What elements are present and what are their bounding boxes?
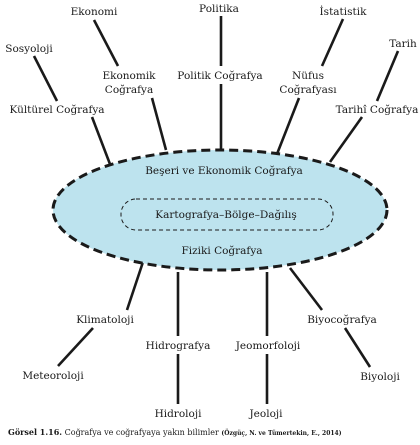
physical-geography-label: Fiziki Coğrafya [181,245,263,257]
population-geography-label-line1: Nüfus [292,70,324,82]
core-methods-box [120,198,334,231]
line-nufus-ellipse [275,97,301,155]
line-kulturel-ellipse [90,116,115,173]
statistics-label: İstatistik [319,6,367,18]
economic-geography-label-line1: Ekonomik [102,70,156,82]
line-tarihi-ellipse [328,116,364,163]
figure-caption: Görsel 1.16. Coğrafya ve coğrafyaya yakı… [8,427,342,437]
sociology-label: Sosyoloji [5,43,53,55]
economic-geography-label-line2: Coğrafya [104,84,154,96]
caption-text: Coğrafya ve coğrafyaya yakın bilimler [64,428,219,437]
climatology-label: Klimatoloji [76,314,134,326]
line-tarih [375,50,400,102]
population-geography-label-line2: Coğrafyası [279,84,337,96]
line-biyocografya-biyoloji [343,327,372,368]
biology-label: Biyoloji [360,371,400,383]
line-ekonomik-ellipse [150,97,168,151]
cultural-geography-label: Kültürel Coğrafya [9,104,105,116]
history-label: Tarih [389,38,417,50]
geomorphology-label: Jeomorfoloji [235,340,301,352]
biogeography-label: Biyocoğrafya [307,314,377,326]
hydrology-label: Hidroloji [154,408,202,420]
political-geography-label: Politik Coğrafya [177,70,263,82]
cartography-region-distribution-label: Kartografya–Bölge–Dağılış [155,209,297,221]
geology-label: Jeoloji [249,408,283,420]
economics-label: Ekonomi [70,6,118,18]
line-istatistik [320,18,345,67]
meteorology-label: Meteoroloji [22,370,84,382]
connector-lines [32,16,400,404]
human-economic-geography-label: Beşeri ve Ekonomik Coğrafya [145,165,303,177]
historical-geography-label: Tarihî Coğrafya [335,104,419,116]
hydrography-label: Hidrografya [145,340,211,352]
line-ellipse-klimatoloji [125,261,145,311]
caption-source: (Özgüç, N. ve Tümertekin, E., 2014) [221,430,342,437]
caption-label: Görsel 1.16. [8,427,63,437]
line-ekonomi [92,19,120,67]
politics-label: Politika [199,3,239,15]
line-klimatoloji-meteoroloji [57,327,94,367]
line-ellipse-biyocografya [288,267,324,311]
line-sosyoloji [32,55,59,102]
